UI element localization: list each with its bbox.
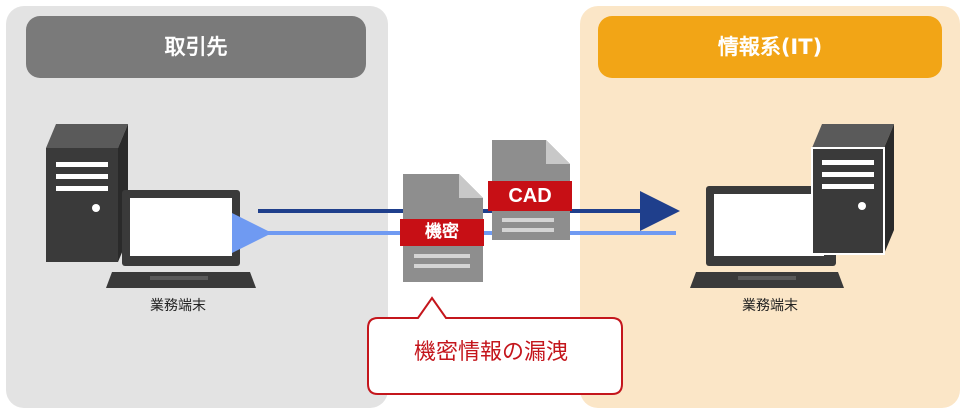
it-header: 情報系(IT) [598, 16, 942, 78]
secret-tag: 機密 [400, 219, 484, 246]
leak-callout-text: 機密情報の漏洩 [413, 340, 568, 365]
callout-bubble [367, 296, 623, 395]
laptop-icon-right [690, 186, 844, 288]
it-device-label: 業務端末 [742, 298, 798, 314]
partner-device-label: 業務端末 [150, 298, 206, 314]
partner-header: 取引先 [26, 16, 366, 78]
server-icon-right [811, 124, 894, 255]
server-icon-left [46, 124, 128, 262]
cad-tag: CAD [488, 181, 572, 211]
laptop-icon-left [106, 190, 256, 288]
